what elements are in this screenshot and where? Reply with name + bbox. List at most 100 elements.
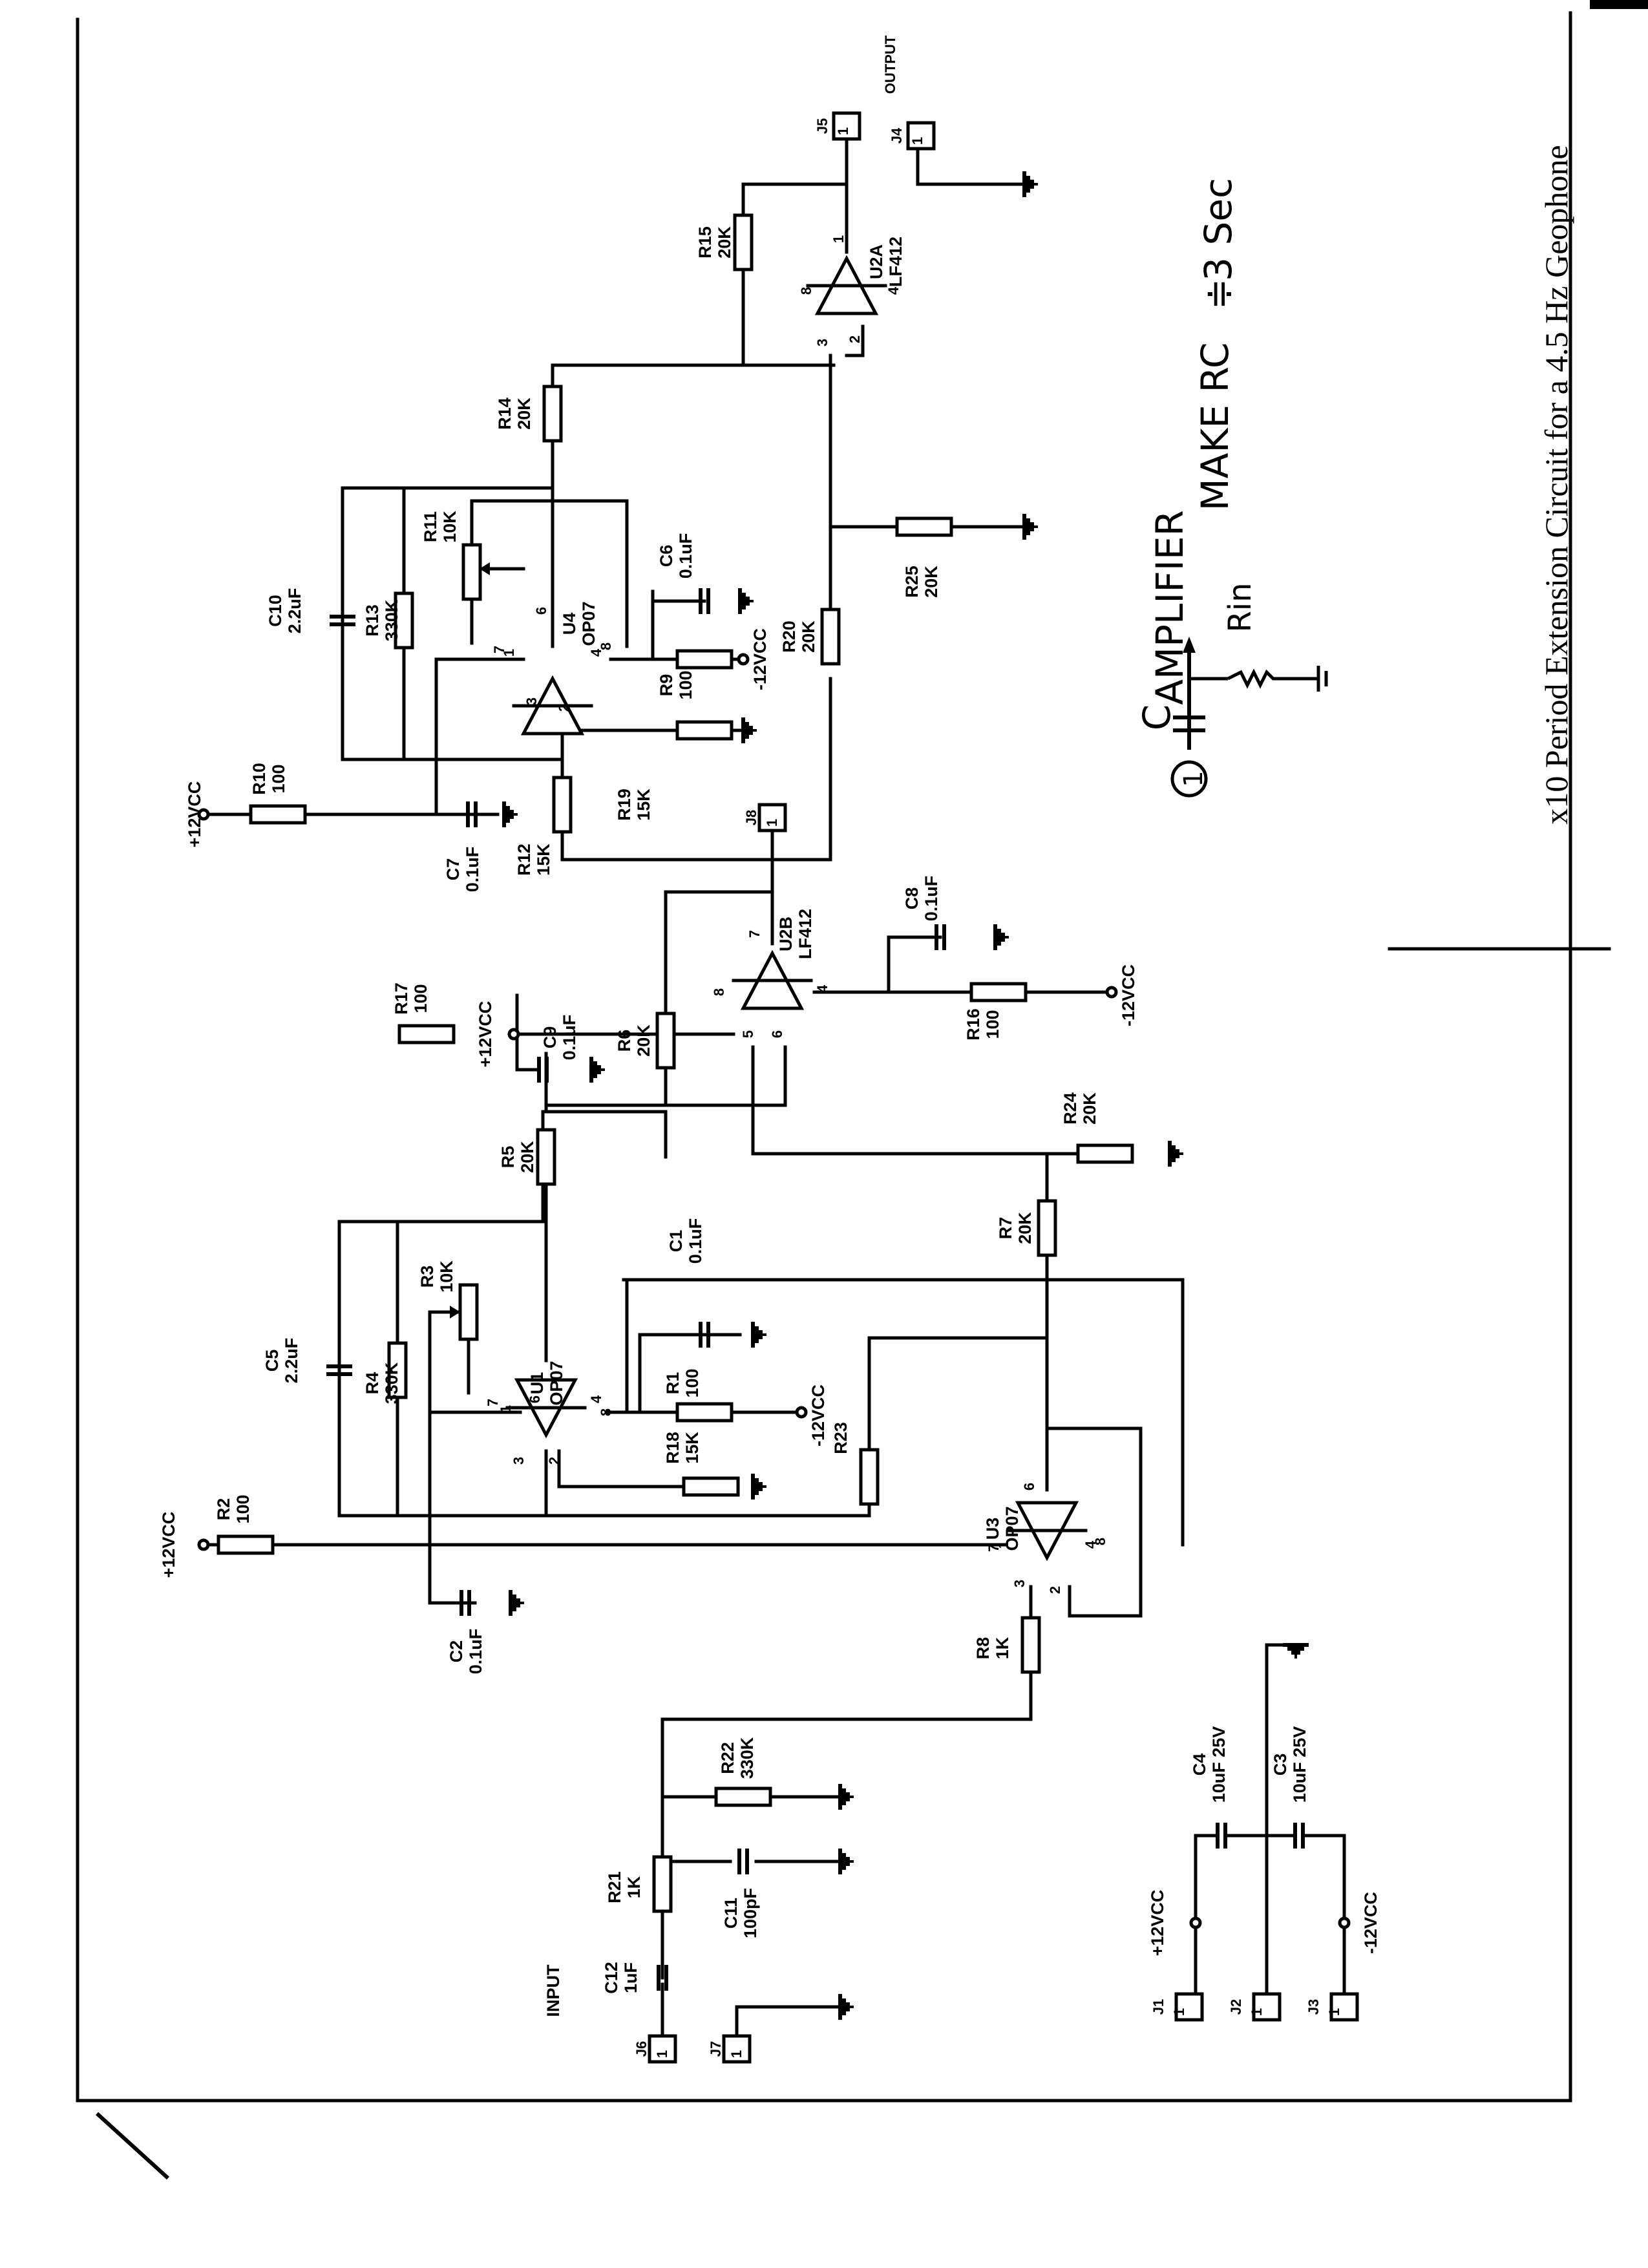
r8-value: 1K	[993, 1637, 1012, 1659]
r25-value: 20K	[922, 566, 941, 598]
pin-number-18: 5	[740, 1030, 756, 1038]
c6-ref: C6	[657, 545, 676, 567]
pin-number-7: 2	[546, 1457, 562, 1465]
supply-label-2: -12VCC	[808, 1384, 828, 1447]
pin-number-12: 8	[1092, 1538, 1108, 1545]
j1-ref: J1	[1150, 1999, 1167, 2015]
j8-pin: 1	[764, 819, 780, 827]
page-title: x10 Period Extension Circuit for a 4.5 H…	[1538, 145, 1574, 824]
c6-value: 0.1uF	[676, 533, 695, 579]
c10-value: 2.2uF	[285, 588, 304, 634]
u2a-ref: U2A	[867, 244, 886, 279]
r10-ref: R10	[249, 763, 269, 795]
j4-pin: 1	[909, 137, 925, 145]
r1-value: 100	[682, 1368, 702, 1397]
note-approx: ≑	[1196, 279, 1240, 310]
r24-ref: R24	[1061, 1092, 1080, 1125]
c7-ref: C7	[443, 858, 463, 881]
r11-value: 10K	[440, 511, 460, 543]
pin-number-25: 3	[523, 697, 540, 705]
r21-ref: R21	[605, 1871, 624, 1903]
supply-label-4: -12VCC	[750, 628, 770, 690]
r22-value: 330K	[737, 1737, 757, 1779]
u3-ref: U3	[983, 1518, 1002, 1540]
j5-ref: J5	[814, 118, 830, 134]
pin-number-11: 4	[1083, 1540, 1099, 1549]
wiring	[202, 137, 1346, 2038]
c3-value: 10uF 25V	[1290, 1726, 1309, 1803]
note-value: 3 Sec	[1196, 178, 1240, 281]
r19-value: 15K	[634, 789, 653, 821]
r16-value: 100	[983, 1010, 1002, 1039]
r20-value: 20K	[799, 620, 818, 653]
r14-value: 20K	[514, 397, 534, 430]
r14-ref: R14	[495, 397, 514, 430]
j7-pin: 1	[728, 2050, 745, 2058]
pin-number-26: 2	[556, 704, 572, 712]
j4-ref: J4	[889, 127, 905, 143]
j5-pin: 1	[835, 127, 851, 135]
c3-ref: C3	[1271, 1754, 1290, 1776]
r5-ref: R5	[498, 1146, 518, 1169]
u2b-part: LF412	[796, 909, 815, 959]
pin-number-21: 7	[491, 646, 507, 653]
u1-ref: U1	[527, 1372, 547, 1395]
r9-ref: R9	[657, 674, 676, 697]
pin-number-15: 7	[746, 930, 763, 938]
sheet-border	[76, 0, 1648, 2180]
pin-number-6: 3	[511, 1457, 527, 1465]
note-rin: Rin	[1222, 582, 1258, 632]
j3-ref: J3	[1305, 1999, 1322, 2015]
pin-number-9: 7	[986, 1544, 1002, 1552]
r15-ref: R15	[695, 226, 715, 259]
c4-value: 10uF 25V	[1209, 1726, 1229, 1803]
supply-label-8: -12VCC	[1361, 1892, 1380, 1954]
pin-number-14: 2	[1047, 1586, 1063, 1594]
input-label: INPUT	[544, 1964, 563, 2017]
j6-ref: J6	[633, 2041, 650, 2057]
pin-number-8: 6	[1021, 1483, 1037, 1490]
r17-value: 100	[411, 984, 430, 1013]
note-make-rc: MAKE RC	[1193, 343, 1237, 511]
r6-ref: R6	[615, 1030, 634, 1052]
j2-ref: J2	[1228, 1999, 1244, 2015]
j8-ref: J8	[743, 810, 759, 825]
r24-value: 20K	[1080, 1092, 1099, 1125]
pin-number-30: 3	[814, 339, 830, 346]
pin-number-17: 4	[814, 984, 830, 993]
supply-label-7: +12VCC	[1148, 1890, 1167, 1956]
c10-ref: C10	[266, 595, 285, 627]
pin-number-19: 6	[769, 1030, 785, 1038]
note-index: 1	[1179, 770, 1209, 787]
r10-value: 100	[269, 764, 288, 793]
r4-value: 330K	[382, 1362, 401, 1404]
c12-ref: C12	[602, 1962, 621, 1994]
r2-value: 100	[233, 1494, 253, 1523]
r4-ref: R4	[363, 1372, 382, 1395]
j7-ref: J7	[708, 2041, 724, 2057]
r17-ref: R17	[392, 982, 411, 1015]
u3-part: OP07	[1002, 1506, 1022, 1551]
pin-number-13: 3	[1011, 1580, 1028, 1587]
pin-number-31: 2	[847, 335, 863, 343]
r9-value: 100	[676, 670, 695, 699]
r5-value: 20K	[518, 1141, 537, 1173]
supply-label-1: +12VCC	[159, 1512, 178, 1578]
u4-ref: U4	[560, 613, 579, 635]
ground-symbols	[504, 171, 1309, 2020]
r16-ref: R16	[964, 1008, 983, 1041]
c2-value: 0.1uF	[466, 1629, 485, 1675]
c1-ref: C1	[666, 1230, 686, 1253]
pin-number-1: 6	[527, 1395, 543, 1403]
pin-number-22: 1	[501, 649, 517, 657]
c9-value: 0.1uF	[560, 1015, 579, 1061]
r7-ref: R7	[996, 1217, 1015, 1240]
pin-number-23: 4	[588, 648, 604, 657]
pin-number-24: 8	[598, 642, 614, 650]
j6-pin: 1	[654, 2050, 670, 2058]
pin-number-27: 1	[830, 235, 847, 243]
r6-value: 20K	[634, 1024, 653, 1057]
r12-ref: R12	[514, 843, 534, 876]
c11-ref: C11	[721, 1898, 741, 1929]
